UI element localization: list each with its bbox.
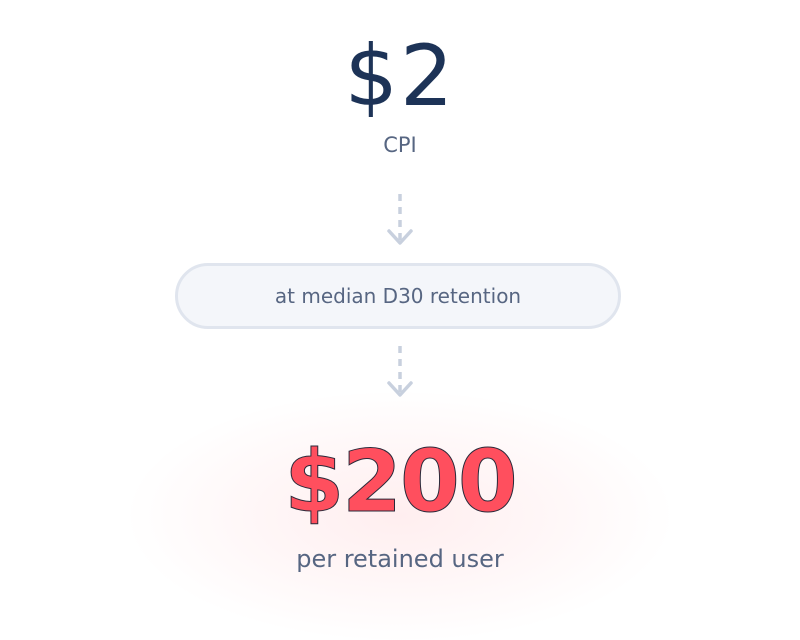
retention-step-label: at median D30 retention bbox=[274, 284, 522, 308]
cost-per-retained-user-value: $200 bbox=[284, 432, 518, 533]
cpi-label: CPI bbox=[383, 133, 417, 157]
result-glow bbox=[130, 392, 670, 640]
dashed-arrow-down-icon bbox=[387, 194, 413, 245]
retention-step-pill: at median D30 retention bbox=[175, 263, 621, 329]
dashed-arrow-down-icon bbox=[387, 346, 413, 397]
cpi-value: $2 bbox=[344, 27, 456, 125]
cost-per-retained-user-label: per retained user bbox=[296, 545, 504, 573]
